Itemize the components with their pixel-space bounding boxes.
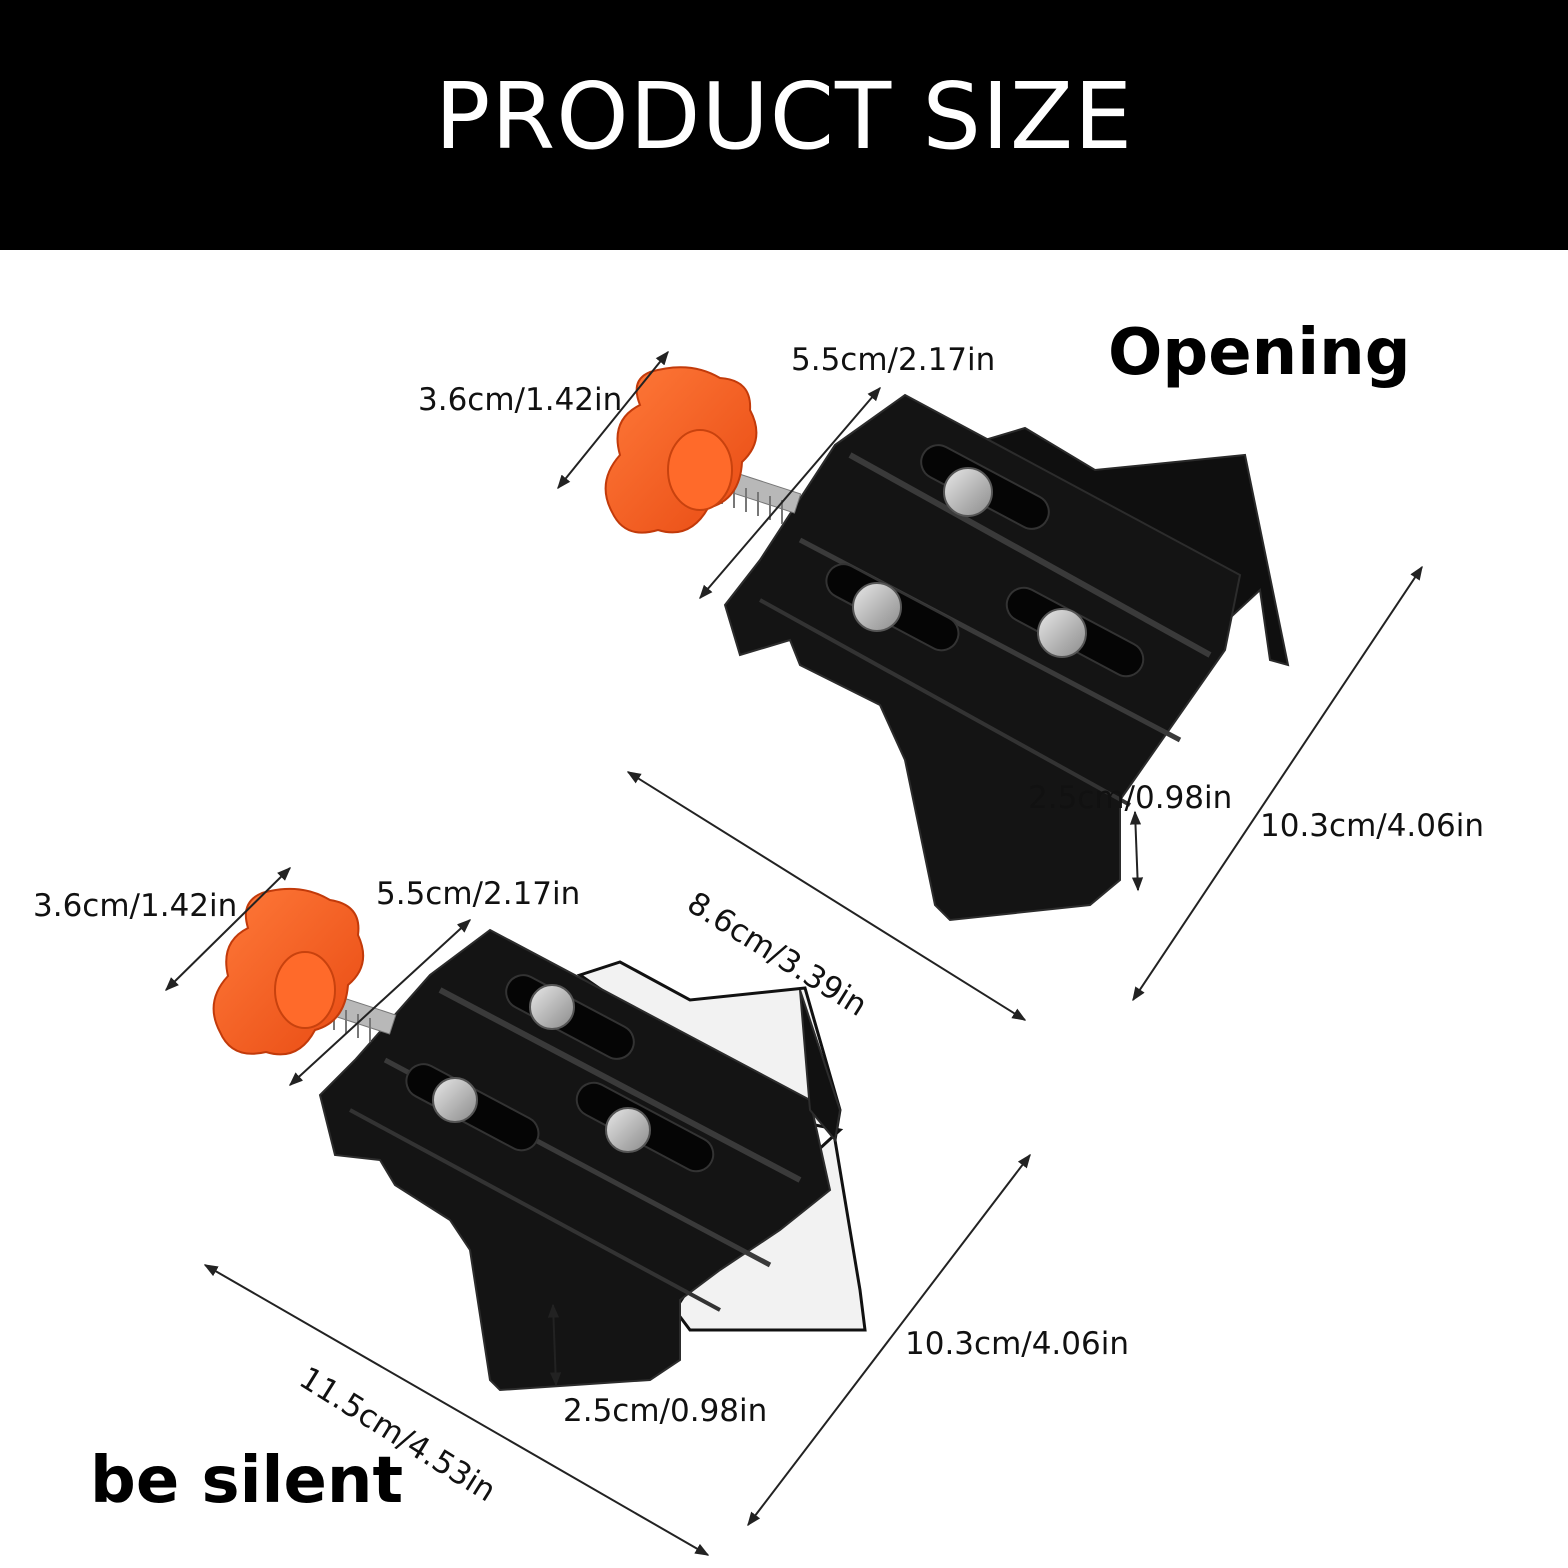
bottom-clamp-dimension-lines [165,867,1031,1556]
top-clamp-lip-dimension: 2.5cm/0.98in [1028,780,1233,816]
top-clamp-height-dimension: 10.3cm/4.06in [1260,808,1484,844]
bottom-clamp-height-dimension: 10.3cm/4.06in [905,1326,1129,1362]
bottom-clamp-pin-1 [529,984,575,1030]
top-clamp-knob-dimension: 3.6cm/1.42in [418,382,623,418]
top-clamp [604,366,1290,922]
top-clamp-state-label: Opening [1108,316,1411,390]
banner-title: PRODUCT SIZE [434,63,1134,170]
title-banner: PRODUCT SIZE [0,0,1568,250]
bottom-clamp-knob-dimension: 3.6cm/1.42in [33,888,238,924]
bottom-clamp-width-dimension: 5.5cm/2.17in [376,876,581,912]
bottom-clamp-state-label: be silent [90,1444,404,1518]
bottom-clamp-pin-3 [605,1107,651,1153]
bottom-clamp-lip-dimension: 2.5cm/0.98in [563,1393,768,1429]
top-clamp-pin-2 [852,582,902,632]
top-clamp-width-dimension: 5.5cm/2.17in [791,342,996,378]
top-clamp-pin-1 [943,467,993,517]
top-clamp-dimension-lines [557,350,1423,1021]
bottom-clamp-pin-2 [432,1077,478,1123]
top-clamp-pin-3 [1037,608,1087,658]
